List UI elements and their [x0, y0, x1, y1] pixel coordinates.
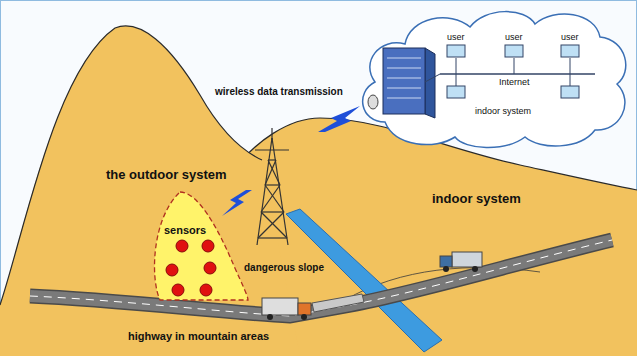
cloud-text: user — [561, 32, 579, 42]
bridge — [312, 294, 364, 312]
tower-brace — [258, 212, 284, 238]
tower-arm — [255, 149, 289, 150]
truck-cab — [298, 303, 311, 315]
tower-brace — [265, 185, 284, 212]
tower-brace — [265, 160, 276, 185]
truck-wheel — [301, 314, 307, 320]
dangerous-slope-region: sensors dangerous slope — [148, 188, 338, 300]
system-label: indoor system — [432, 192, 521, 207]
truck-wheel — [443, 266, 449, 272]
signal-label: wireless data transmission — [215, 86, 343, 98]
truck-cargo — [452, 252, 482, 267]
highway-center-line — [30, 240, 612, 316]
cloud-text: user — [505, 32, 523, 42]
sensor-dot — [176, 240, 188, 252]
river-channel — [286, 209, 442, 352]
cloud-text: user — [447, 32, 465, 42]
tower-bar — [258, 237, 287, 238]
sensor-dot — [204, 262, 216, 274]
wireless-signal-bolt — [318, 106, 360, 132]
cloud-text: indoor system — [475, 106, 531, 116]
front-mountain-ridge — [0, 26, 262, 305]
node-shape — [355, 2, 633, 152]
truck-cargo — [262, 298, 298, 315]
slope-text: dangerous slope — [244, 262, 324, 274]
sensor-dot — [172, 284, 184, 296]
truck-wheel — [267, 314, 273, 320]
road-label: highway in mountain areas — [128, 330, 269, 343]
tower-leg — [272, 138, 288, 245]
slope-text: sensors — [164, 224, 206, 237]
slope-outline — [155, 192, 248, 300]
transmission-tower — [255, 128, 289, 245]
tower-bar — [261, 211, 284, 212]
highway-edge — [30, 240, 612, 316]
cloud-text: Internet — [497, 77, 532, 87]
node-shape — [148, 188, 338, 300]
tower-brace — [261, 185, 280, 212]
highway-surface — [30, 240, 612, 316]
tower-brace — [261, 212, 287, 238]
sensor-dot — [202, 240, 214, 252]
truck-cab — [440, 256, 452, 267]
tower-bar — [268, 159, 276, 160]
sensor-dot — [200, 284, 212, 296]
sensor-dot — [166, 264, 178, 276]
truck-wheel — [472, 266, 478, 272]
wireless-signal-bolt — [222, 190, 252, 216]
cloud-outline — [363, 12, 626, 148]
indoor-cloud: user user userInternet indoor system — [355, 2, 633, 152]
tower-bar — [265, 184, 280, 185]
system-label: the outdoor system — [106, 168, 227, 183]
